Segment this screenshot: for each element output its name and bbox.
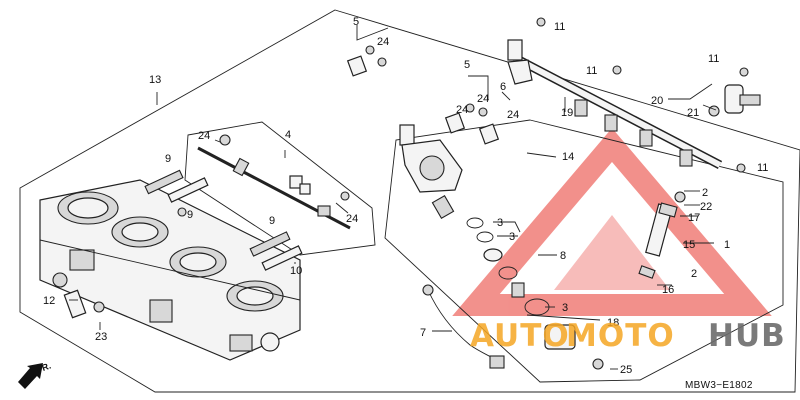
part-label-19: 19 <box>561 107 573 119</box>
front-arrow <box>18 363 43 389</box>
screw-set <box>93 169 303 313</box>
part-label-16: 16 <box>662 284 674 296</box>
watermark-text: AUTO MOTO HUB <box>470 318 786 354</box>
part-label-24a: 24 <box>377 36 389 48</box>
shaft-box <box>184 121 376 256</box>
part-label-11c: 11 <box>708 53 719 65</box>
part-label-15: 15 <box>683 239 695 251</box>
assembly-frame <box>19 9 800 393</box>
part-label-17: 17 <box>688 212 700 224</box>
part-label-9a: 9 <box>165 153 171 165</box>
part-labels: 1 2 2 3 3 3 4 5 5 6 7 8 9 9 9 10 11 11 1… <box>43 16 768 376</box>
bracket-12 <box>63 289 87 319</box>
part-label-9b: 9 <box>187 209 193 221</box>
part-label-1: 1 <box>724 239 730 251</box>
front-direction-label: FR. <box>35 361 52 375</box>
part-label-2a: 2 <box>702 187 708 199</box>
fuel-rail <box>507 17 749 173</box>
part-label-6: 6 <box>500 81 506 93</box>
part-label-11b: 11 <box>586 65 597 77</box>
part-label-3a: 3 <box>497 217 503 229</box>
part-label-24b: 24 <box>456 104 468 116</box>
part-label-3b: 3 <box>509 231 515 243</box>
part-label-12: 12 <box>43 295 55 307</box>
part-label-20: 20 <box>651 95 663 107</box>
part-label-3c: 3 <box>562 302 568 314</box>
shaft-assembly <box>197 134 351 230</box>
part-label-24d: 24 <box>507 109 519 121</box>
part-label-18: 18 <box>607 317 619 329</box>
watermark-moto: MOTO <box>566 318 675 354</box>
part-label-25: 25 <box>620 364 632 376</box>
part-label-8: 8 <box>560 250 566 262</box>
part-label-23: 23 <box>95 331 107 343</box>
part-label-5b: 5 <box>464 59 470 71</box>
part-label-4: 4 <box>285 129 291 141</box>
leader-lines <box>69 25 717 370</box>
regulator-assembly <box>399 124 463 220</box>
seal-set <box>466 217 604 370</box>
injector-box <box>384 119 784 383</box>
part-label-10: 10 <box>290 265 302 277</box>
watermark-hub: HUB <box>708 318 786 354</box>
injector <box>638 191 686 279</box>
part-label-11d: 11 <box>757 162 768 174</box>
part-label-14: 14 <box>562 151 574 163</box>
part-label-24f: 24 <box>346 213 358 225</box>
part-label-7: 7 <box>420 327 426 339</box>
watermark-auto: AUTO <box>470 318 570 354</box>
part-label-24c: 24 <box>477 93 489 105</box>
hose <box>422 284 505 369</box>
part-label-5a: 5 <box>353 16 359 28</box>
part-label-22: 22 <box>700 201 712 213</box>
pressure-regulator <box>708 84 761 117</box>
part-label-9c: 9 <box>269 215 275 227</box>
part-label-13: 13 <box>149 74 161 86</box>
part-label-2b: 2 <box>691 268 697 280</box>
part-label-24e: 24 <box>198 130 210 142</box>
part-label-11a: 11 <box>554 21 565 33</box>
throttle-body <box>39 179 301 361</box>
diagram-code: MBW3−E1802 <box>685 380 753 391</box>
clamp-set <box>346 45 500 145</box>
part-label-21: 21 <box>687 107 699 119</box>
